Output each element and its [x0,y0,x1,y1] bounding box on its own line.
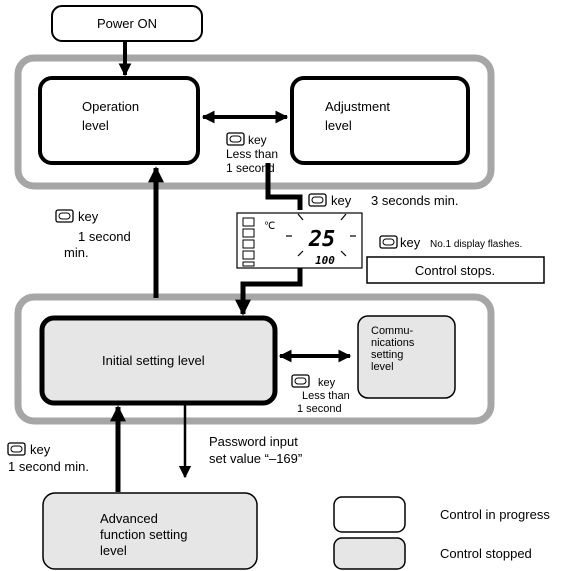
control-stops-box [366,256,545,284]
display-pv: 25 [308,227,336,252]
flash-rays [286,213,356,257]
display-sv: 100 [315,254,335,267]
communications-setting-level-label: Commu- nications setting level [371,325,417,373]
controller-display: ℃ 25 100 [236,212,363,269]
init-comm-condition: Less than 1 second [297,390,353,415]
key-icon-inner [311,196,324,204]
control-stops-label: Control stops. [415,263,495,278]
operation-level-box [38,76,200,165]
op-adj-condition: Less than 1 second [226,147,281,175]
adjustment-level-box [290,76,470,165]
initial-setting-level-box [39,315,278,406]
key-icon-inner [229,135,242,143]
key-icon-inner [294,377,307,385]
key-icon-inner [10,445,23,453]
initial-setting-level-label: Initial setting level [102,353,205,368]
op-adj-key-label: key [248,133,267,147]
key-icon-inner [58,212,71,220]
op-to-init-condition: 3 seconds min. [371,193,458,208]
flash-key-label: key [400,235,421,250]
legend-stopped-swatch [333,537,406,570]
op-init-key-label: key [78,209,99,224]
adv-back-condition: 1 second min. [8,459,89,474]
operation-to-initial-path [265,163,303,210]
adv-back-key-label: key [30,442,51,457]
password-condition: Password input set value “–169” [209,434,302,466]
key-icon-inner [382,238,395,246]
advanced-function-setting-level-label: Advanced function setting level [100,511,191,558]
op-to-init-key-label: key [331,193,352,208]
adjustment-level-label: Adjustment level [325,99,394,133]
upper-group-frame [14,54,495,190]
legend-in-progress-swatch [333,496,406,533]
operation-level-label: Operation level [82,99,143,133]
flash-note: No.1 display flashes. [430,239,522,250]
operation-to-initial-path-lower [234,267,303,316]
legend-in-progress-label: Control in progress [440,507,550,522]
advanced-function-setting-level-box [42,492,258,570]
display-unit: ℃ [264,221,275,232]
op-init-condition: 1 second min. [64,229,134,260]
init-comm-key-label: key [318,377,336,389]
lower-group-frame [14,293,495,425]
power-on-label: Power ON [97,16,157,31]
legend-stopped-label: Control stopped [440,546,532,561]
communications-setting-level-box [357,315,456,399]
